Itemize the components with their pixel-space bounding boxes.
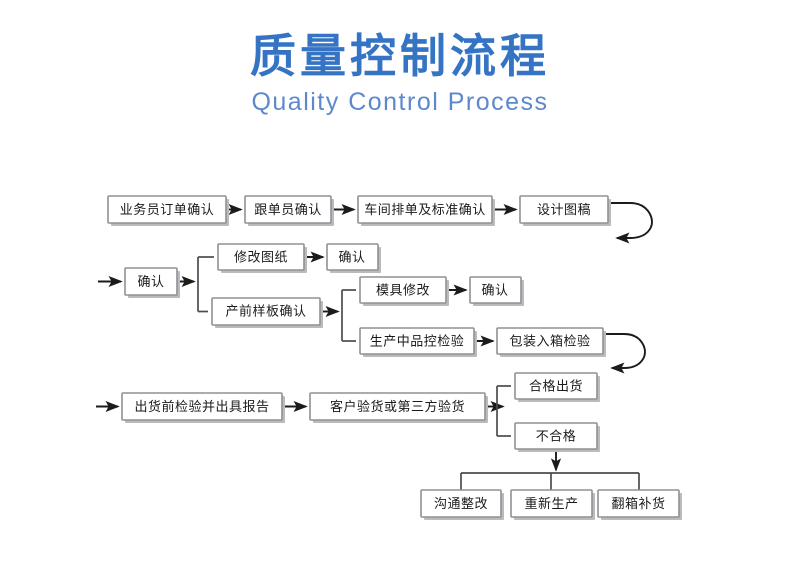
node-label: 车间排单及标准确认 bbox=[364, 202, 486, 218]
node-label: 翻箱补货 bbox=[611, 496, 665, 512]
node-label: 不合格 bbox=[536, 429, 577, 445]
loop-arrow-design-review bbox=[608, 202, 653, 244]
node-label: 出货前检验并出具报告 bbox=[134, 399, 269, 415]
node-repack-restock[interactable]: 翻箱补货 bbox=[597, 489, 682, 520]
node-preshipment-inspection-report[interactable]: 出货前检验并出具报告 bbox=[121, 392, 285, 423]
node-preproduction-sample-confirm[interactable]: 产前样板确认 bbox=[211, 297, 323, 328]
page-title-cn: 质量控制流程 bbox=[250, 29, 550, 83]
node-label: 模具修改 bbox=[376, 284, 430, 299]
node-label: 确认 bbox=[481, 284, 508, 299]
node-reproduce[interactable]: 重新生产 bbox=[510, 489, 595, 520]
node-label: 生产中品控检验 bbox=[370, 334, 465, 350]
node-label: 设计图稿 bbox=[537, 202, 591, 218]
node-label: 产前样板确认 bbox=[225, 304, 306, 320]
node-revise-drawing[interactable]: 修改图纸 bbox=[217, 243, 307, 273]
page-title-en: Quality Control Process bbox=[251, 88, 549, 116]
node-unqualified[interactable]: 不合格 bbox=[514, 422, 600, 452]
node-in-production-inspection[interactable]: 生产中品控检验 bbox=[359, 327, 477, 357]
node-label: 修改图纸 bbox=[234, 251, 288, 266]
node-label: 跟单员确认 bbox=[254, 203, 322, 218]
node-customer-or-thirdparty-inspection[interactable]: 客户验货或第三方验货 bbox=[309, 392, 488, 423]
node-workshop-schedule-confirm[interactable]: 车间排单及标准确认 bbox=[357, 195, 495, 226]
node-confirm-design[interactable]: 确认 bbox=[124, 267, 180, 298]
node-business-order-confirm[interactable]: 业务员订单确认 bbox=[107, 195, 229, 226]
node-follower-confirm[interactable]: 跟单员确认 bbox=[244, 195, 334, 226]
node-label: 重新生产 bbox=[524, 496, 578, 512]
node-label: 客户验货或第三方验货 bbox=[330, 399, 465, 415]
node-qualified-shipment[interactable]: 合格出货 bbox=[514, 372, 600, 402]
node-label: 合格出货 bbox=[529, 379, 583, 395]
page-header: 质量控制流程 Quality Control Process bbox=[0, 28, 800, 118]
node-label: 沟通整改 bbox=[434, 497, 488, 512]
node-packing-inspection[interactable]: 包装入箱检验 bbox=[496, 327, 606, 357]
node-label: 确认 bbox=[338, 251, 365, 266]
node-label: 包装入箱检验 bbox=[509, 334, 590, 350]
node-confirm-mold[interactable]: 确认 bbox=[469, 276, 524, 306]
node-communicate-rectify[interactable]: 沟通整改 bbox=[420, 489, 504, 520]
node-label: 确认 bbox=[137, 275, 164, 290]
loop-arrow-packing-review bbox=[603, 333, 646, 374]
node-design-draft[interactable]: 设计图稿 bbox=[519, 195, 611, 226]
node-mold-modification[interactable]: 模具修改 bbox=[359, 276, 449, 306]
node-label: 业务员订单确认 bbox=[120, 202, 215, 218]
node-confirm-revision[interactable]: 确认 bbox=[326, 243, 381, 273]
